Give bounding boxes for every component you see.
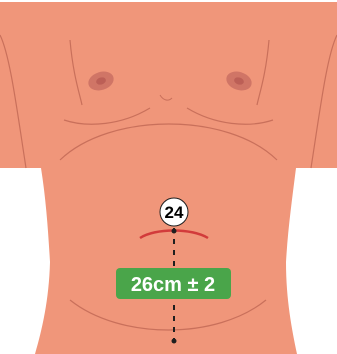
measurement-top-dot <box>172 229 177 234</box>
week-marker-label: 24 <box>165 203 184 222</box>
measurement-label: 26cm ± 2 <box>131 274 215 296</box>
measurement-bottom-dot <box>172 339 177 344</box>
